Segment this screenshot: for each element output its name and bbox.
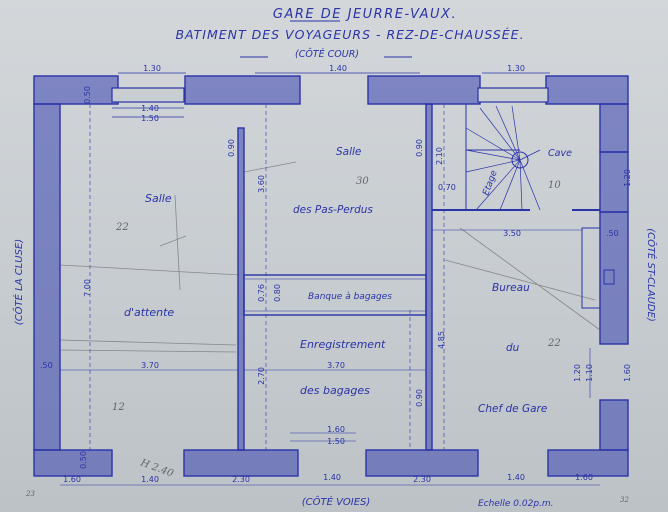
note-22a: 22	[115, 222, 129, 233]
dim-bot-160-b: 1.60	[575, 473, 593, 482]
exterior-walls	[33, 75, 629, 477]
dim-090-b: 0.90	[415, 139, 424, 157]
dim-370-a: 3.70	[141, 361, 159, 370]
room-bureau-line3: Chef de Gare	[478, 403, 547, 415]
room-attente-line2: d'attente	[124, 306, 174, 319]
plan-title: GARE DE JEURRE-VAUX.	[273, 7, 457, 22]
room-bureau-line1: Bureau	[492, 282, 530, 294]
dim-090-c: 0.90	[415, 389, 424, 407]
room-labels: Salle des Pas-Perdus Salle d'attente Ban…	[124, 146, 572, 415]
dim-360: 3.60	[257, 175, 266, 193]
scale-label: Echelle 0.02p.m.	[478, 499, 554, 509]
top-windows: 1.40 1.50	[111, 87, 549, 123]
dim-top-130-right: 1.30	[507, 64, 525, 73]
side-left-label: (CÔTÉ LA CLUSE)	[12, 239, 25, 325]
note-corner-left: 23	[25, 490, 35, 498]
note-30: 30	[356, 176, 369, 187]
room-pas-perdus-line2: des Pas-Perdus	[293, 204, 373, 216]
dimension-labels: 0.50 0.90 3.60 0.90 2.10 0.70 1.20 7.00 …	[40, 86, 632, 484]
dim-bot-140-c: 1.40	[507, 473, 525, 482]
dim-050-left-bot: 0.50	[79, 451, 88, 469]
dim-bot-160-a: 1.60	[63, 475, 81, 484]
room-attente-line1: Salle	[145, 192, 172, 205]
dim-050-left-top: 0.50	[83, 86, 92, 104]
note-22b: 22	[547, 338, 561, 349]
dim-110: 1.10	[585, 364, 594, 382]
dim-top-130-left: 1.30	[143, 64, 161, 73]
staircase	[465, 104, 541, 211]
dim-bot-140-b: 1.40	[323, 473, 341, 482]
dim-370-b: 3.70	[327, 361, 345, 370]
dim-700: 7.00	[83, 279, 92, 297]
dim-160-right: 1.60	[623, 364, 632, 382]
dim-bot-230-a: 2.30	[232, 475, 250, 484]
interior-walls	[237, 103, 624, 451]
top-dimensions: 1.30 1.40 1.30	[118, 64, 550, 74]
dim-090-a: 0.90	[227, 139, 236, 157]
dim-top-150-left: 1.50	[141, 114, 159, 123]
dim-050-left: .50	[40, 361, 53, 370]
interior-dimension-lines	[60, 104, 600, 486]
room-etage: Etage	[481, 169, 499, 197]
dim-270: 2.70	[257, 367, 266, 385]
room-banque: Banque à bagages	[308, 292, 392, 302]
room-enregistrement-line1: Enregistrement	[300, 338, 386, 351]
dim-bot-230-b: 2.30	[413, 475, 431, 484]
note-corner-right: 32	[620, 496, 629, 504]
dim-top-140-mid: 1.40	[329, 64, 347, 73]
dim-120-right: 1.20	[623, 169, 632, 187]
dim-076: 0.76	[257, 284, 266, 302]
room-bureau-line2: du	[506, 342, 520, 354]
side-right-label: (CÔTÉ ST-CLAUDE)	[645, 228, 658, 322]
dim-bot-140-a: 1.40	[141, 475, 159, 484]
dim-050-right: .50	[606, 229, 619, 238]
dim-210: 2.10	[435, 147, 444, 165]
dim-150-door: 1.50	[327, 437, 345, 446]
note-12: 12	[112, 402, 125, 413]
room-enregistrement-line2: des bagages	[300, 384, 370, 397]
dim-350: 3.50	[503, 229, 521, 238]
plan-subtitle: BATIMENT DES VOYAGEURS - REZ-DE-CHAUSSÉE…	[175, 27, 524, 42]
side-bottom-label: (CÔTÉ VOIES)	[302, 495, 371, 508]
dim-080: 0.80	[273, 284, 282, 302]
dim-485: 4.85	[437, 331, 446, 349]
orientation-top: (CÔTÉ COUR)	[295, 48, 359, 60]
dim-top-140-left: 1.40	[141, 104, 159, 113]
dim-070: 0.70	[438, 183, 456, 192]
dim-160-door: 1.60	[327, 425, 345, 434]
dim-120-r2: 1.20	[573, 364, 582, 382]
room-cave: Cave	[548, 148, 572, 159]
note-10: 10	[548, 180, 561, 191]
room-pas-perdus-line1: Salle	[336, 146, 361, 158]
